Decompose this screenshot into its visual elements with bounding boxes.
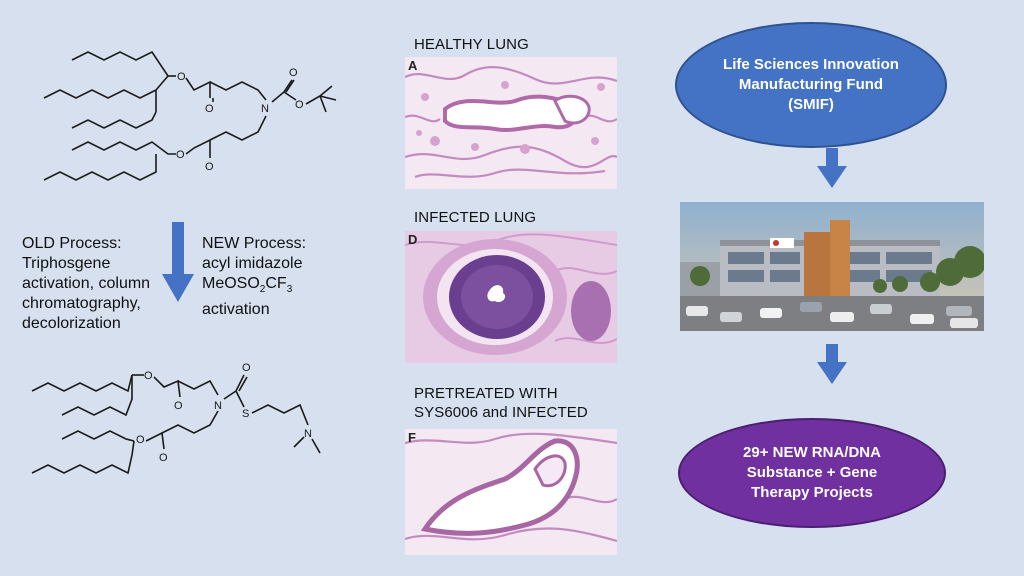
atom-label: O — [136, 434, 145, 446]
pretreated-title-line: SYS6006 and INFECTED — [414, 404, 588, 421]
new-process-line: activation — [202, 301, 270, 319]
old-process-line: Triphosgene — [22, 255, 111, 272]
atom-label: O — [177, 71, 186, 83]
flow-arrow-1 — [817, 148, 847, 188]
alkyl-chain — [43, 89, 157, 99]
infected-lung-title: INFECTED LUNG — [414, 209, 537, 226]
flow-arrow-2 — [817, 344, 847, 384]
old-process-text: OLD Process: Triphosgene activation, col… — [22, 234, 182, 334]
process-arrow — [162, 222, 194, 302]
new-process-line: acyl imidazole — [202, 255, 303, 272]
healthy-lung-title: HEALTHY LUNG — [414, 36, 529, 53]
panel-letter: F — [408, 430, 416, 445]
atom-label: O — [159, 452, 168, 464]
atom-label: O — [205, 103, 214, 115]
pretreated-lung-image: F — [405, 429, 617, 555]
new-process-label: NEW Process: — [202, 235, 307, 252]
old-process-line: activation, column — [22, 275, 151, 292]
atom-label: O — [205, 161, 214, 173]
infected-lung-image: D — [405, 231, 617, 363]
atom-label: O — [295, 99, 304, 111]
old-process-label: OLD Process: — [22, 235, 122, 252]
atom-label: O — [144, 370, 153, 382]
fund-oval: Life Sciences Innovation Manufacturing F… — [675, 22, 947, 148]
pretreated-title-line: PRETREATED WITH — [414, 385, 558, 402]
top-molecule-structure: O O N O O O O — [43, 50, 337, 181]
old-process-line: chromatography, — [22, 295, 141, 312]
healthy-lung-image: A — [405, 57, 617, 189]
atom-label: N — [261, 103, 269, 115]
panel-letter: D — [408, 232, 418, 247]
atom-label: N — [304, 428, 312, 440]
atom-label: O — [174, 400, 183, 412]
panel-letter: A — [408, 58, 418, 73]
projects-text: 29+ NEW RNA/DNA Substance + Gene Therapy… — [743, 444, 881, 501]
atom-label: O — [242, 362, 251, 374]
bottom-molecule-structure: O O N O S N O O — [31, 362, 321, 475]
atom-label: N — [214, 400, 222, 412]
atom-label: O — [176, 149, 185, 161]
fund-text: Life Sciences Innovation Manufacturing F… — [723, 56, 899, 113]
old-process-line: decolorization — [22, 315, 121, 332]
projects-oval: 29+ NEW RNA/DNA Substance + Gene Therapy… — [678, 418, 946, 528]
new-process-reagent: MeOSO2CF3 — [202, 275, 293, 296]
pretreated-lung-title: PRETREATED WITH SYS6006 and INFECTED — [414, 384, 588, 422]
atom-label: O — [289, 67, 298, 79]
manufacturing-facility-image — [680, 202, 984, 331]
atom-label: S — [242, 408, 249, 420]
alkyl-chain — [71, 111, 157, 129]
new-process-text: NEW Process: acyl imidazole MeOSO2CF3 ac… — [202, 234, 362, 320]
